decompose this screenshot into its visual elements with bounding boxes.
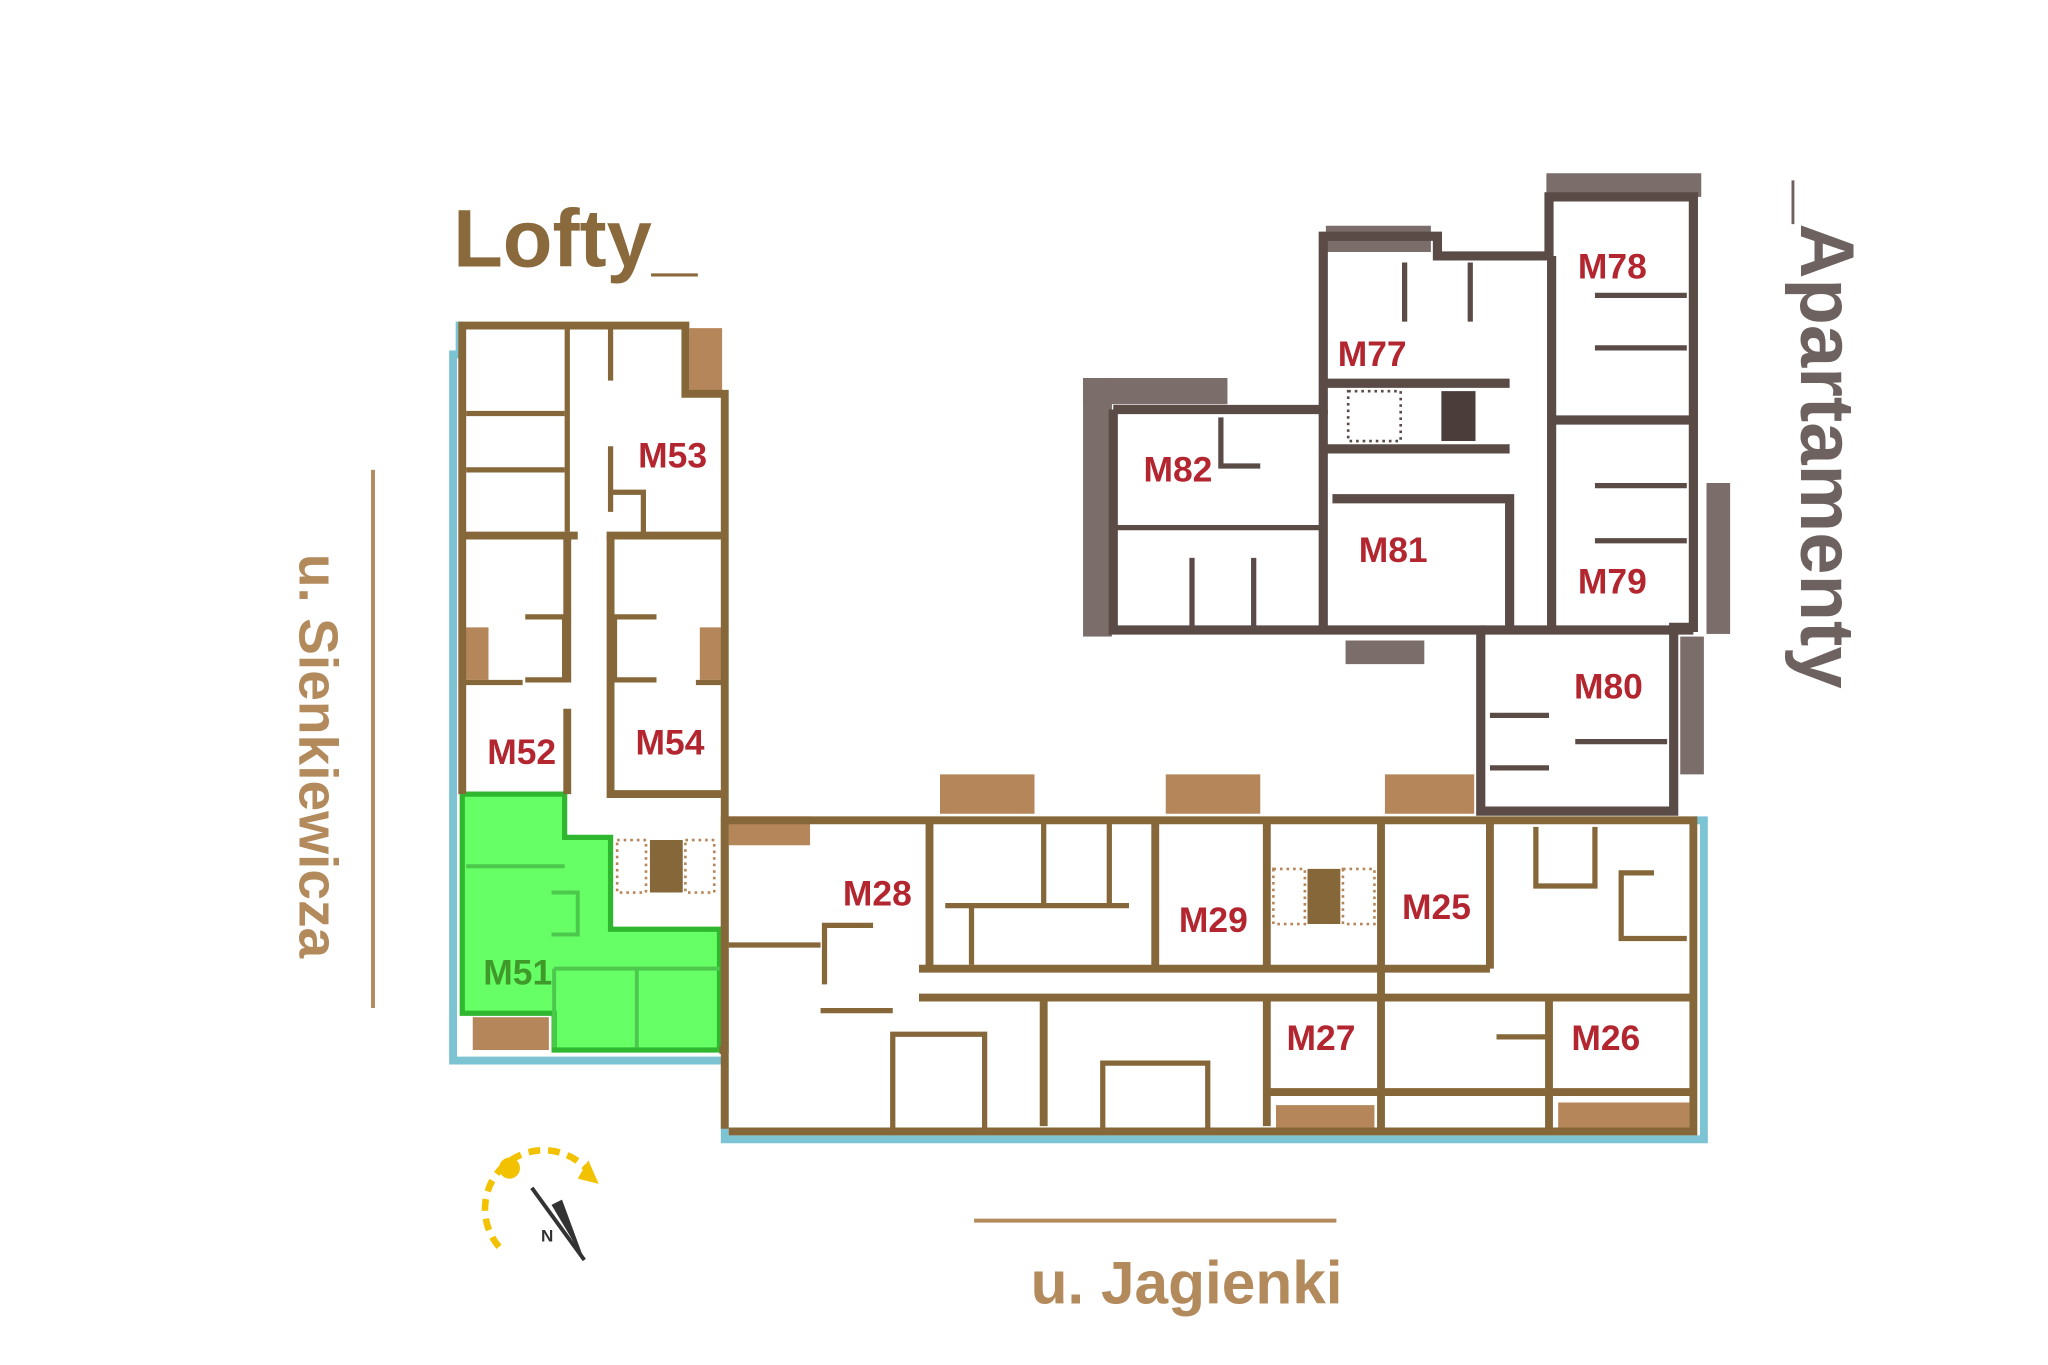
- unit-m28[interactable]: M28: [843, 874, 912, 914]
- unit-m51-walls: [466, 864, 720, 1048]
- unit-m82[interactable]: M82: [1143, 450, 1212, 490]
- unit-m29[interactable]: M29: [1179, 900, 1248, 940]
- compass-north-label: N: [541, 1227, 553, 1246]
- unit-m79[interactable]: M79: [1578, 561, 1647, 601]
- unit-m80[interactable]: M80: [1574, 666, 1643, 706]
- unit-m53[interactable]: M53: [638, 435, 707, 475]
- unit-m27[interactable]: M27: [1287, 1018, 1356, 1058]
- loft-walls: [458, 321, 1698, 1136]
- unit-m81[interactable]: M81: [1359, 530, 1428, 570]
- unit-m52[interactable]: M52: [487, 732, 556, 772]
- apartments-title: _Apartamenty: [1784, 180, 1869, 689]
- stairs: [615, 389, 1476, 926]
- unit-m78[interactable]: M78: [1578, 246, 1647, 286]
- unit-m54[interactable]: M54: [636, 723, 705, 763]
- unit-m51-area[interactable]: [459, 791, 723, 1053]
- unit-m26[interactable]: M26: [1571, 1018, 1640, 1058]
- unit-m51[interactable]: M51: [483, 952, 552, 992]
- street-west-label: u. Sienkiewicza: [288, 554, 350, 959]
- unit-m77[interactable]: M77: [1338, 334, 1407, 374]
- compass-icon: N: [481, 1146, 599, 1262]
- street-south-label: u. Jagienki: [1031, 1248, 1343, 1316]
- unit-m25[interactable]: M25: [1402, 887, 1471, 927]
- apartment-walls: [1108, 192, 1698, 816]
- lofts-title: Lofty_: [453, 193, 698, 284]
- unit-labels: M53 M52 M54 M51 M28 M29 M25 M27 M26 M78 …: [483, 246, 1647, 1058]
